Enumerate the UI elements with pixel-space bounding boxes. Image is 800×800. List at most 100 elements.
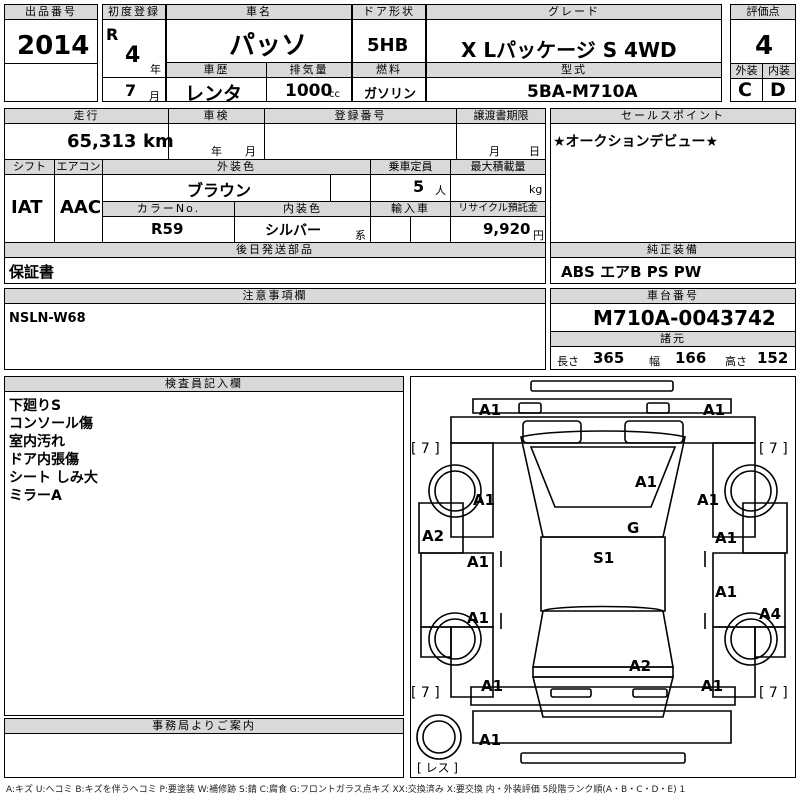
length-label: 長さ bbox=[557, 355, 579, 368]
exterior-grade-value: C bbox=[738, 79, 752, 101]
tire-tread-front-right: [ 7 ] bbox=[759, 441, 788, 457]
sales-point-box: セールスポイント ★オークションデビュー★ 純正装備 ABS エアB PS PW bbox=[550, 108, 796, 284]
car-name-label: 車名 bbox=[167, 5, 351, 20]
registration-month: 7 bbox=[125, 81, 137, 100]
score-label: 評価点 bbox=[731, 5, 795, 20]
inspector-label: 検査員記入欄 bbox=[5, 377, 403, 392]
notes-value: NSLN-W68 bbox=[9, 311, 86, 326]
recycle-label: リサイクル預託金 bbox=[451, 202, 545, 217]
inspector-line: 下廻りS bbox=[9, 398, 62, 414]
equipment-value: ABS エアB PS PW bbox=[561, 263, 702, 281]
lot-number-value: 2014 bbox=[17, 31, 90, 61]
fuel-value: ガソリン bbox=[364, 87, 417, 102]
exterior-color-value: ブラウン bbox=[187, 181, 252, 200]
mileage-label: 走行 bbox=[5, 109, 169, 124]
damage-code: G bbox=[627, 519, 640, 537]
chassis-label: 車台番号 bbox=[551, 289, 795, 304]
damage-code: A1 bbox=[479, 401, 502, 419]
tire-tread-front-left: [ 7 ] bbox=[411, 441, 440, 457]
inspector-line: シート しみ大 bbox=[9, 470, 98, 486]
model-label: 型式 bbox=[427, 63, 721, 78]
history-label: 車歴 bbox=[167, 63, 267, 78]
inspection-label: 車検 bbox=[169, 109, 265, 124]
color-no-value: R59 bbox=[151, 220, 184, 238]
inspector-line: ミラーA bbox=[9, 488, 62, 504]
office-label: 事務局よりご案内 bbox=[5, 719, 403, 734]
damage-code: A1 bbox=[715, 529, 738, 547]
damage-code: S1 bbox=[593, 549, 615, 567]
displacement-value: 1000 bbox=[285, 81, 333, 101]
capacity-unit: 人 bbox=[435, 184, 446, 197]
era-label: R bbox=[106, 25, 119, 44]
inspector-box: 検査員記入欄 下廻りS コンソール傷 室内汚れ ドア内張傷 シート しみ大 ミラ… bbox=[4, 376, 404, 716]
damage-code: A2 bbox=[422, 527, 445, 545]
exterior-color-label: 外装色 bbox=[103, 160, 371, 175]
first-registration-box: 初度登録 R 4 年 7 月 bbox=[102, 4, 166, 103]
door-value: 5HB bbox=[367, 35, 409, 56]
grade-value: X Lパッケージ S 4WD bbox=[461, 38, 677, 62]
grade-box: グレード X Lパッケージ S 4WD 型式 5BA-M710A bbox=[426, 4, 722, 102]
notes-label: 注意事項欄 bbox=[5, 289, 545, 304]
damage-code: A4 bbox=[759, 605, 782, 623]
first-registration-label: 初度登録 bbox=[103, 5, 165, 20]
damage-code: A1 bbox=[635, 473, 658, 491]
spec-label: 諸元 bbox=[551, 332, 795, 347]
car-outline bbox=[416, 380, 788, 764]
mileage-value: 65,313 bbox=[67, 131, 137, 152]
car-name-box: 車名 パッソ 車歴 排気量 レンタ 1000 cc bbox=[166, 4, 352, 105]
displacement-unit: cc bbox=[329, 89, 340, 100]
interior-grade-value: D bbox=[770, 79, 786, 101]
door-label: ドア形状 bbox=[353, 5, 425, 20]
transfer-month-unit: 月 bbox=[489, 145, 500, 158]
load-unit: kg bbox=[529, 183, 543, 196]
tire-tread-rear-right: [ 7 ] bbox=[759, 685, 788, 701]
later-parts-label: 後日発送部品 bbox=[5, 243, 545, 258]
score-box: 評価点 4 外装 内装 C D bbox=[730, 4, 796, 102]
lot-number-box: 出品番号 2014 bbox=[4, 4, 98, 102]
plate-label: 登録番号 bbox=[265, 109, 457, 124]
sales-point-label: セールスポイント bbox=[551, 109, 795, 124]
damage-code: A1 bbox=[467, 609, 490, 627]
transfer-day-unit: 日 bbox=[529, 145, 540, 158]
equipment-label: 純正装備 bbox=[551, 243, 795, 258]
inspection-month-unit: 月 bbox=[245, 145, 256, 158]
spare-tire-label: [ レス ] bbox=[417, 761, 458, 775]
interior-color-label: 内装色 bbox=[235, 202, 371, 217]
registration-year: 4 bbox=[125, 43, 141, 68]
inspection-year-unit: 年 bbox=[211, 145, 222, 158]
inspector-line: コンソール傷 bbox=[9, 416, 93, 432]
inspector-line: 室内汚れ bbox=[9, 434, 65, 450]
interior-color-unit: 系 bbox=[355, 229, 366, 242]
damage-code: A1 bbox=[697, 491, 720, 509]
width-label: 幅 bbox=[649, 355, 660, 368]
main-info-box: 走行 車検 登録番号 譲渡書期限 65,313 km 年 月 月 日 シフト エ… bbox=[4, 108, 546, 284]
interior-grade-label: 内装 bbox=[763, 64, 795, 79]
damage-legend: A:キズ U:ヘコミ B:キズを伴うヘコミ P:要塗装 W:補修跡 S:錆 C:… bbox=[6, 785, 686, 795]
length-value: 365 bbox=[593, 349, 625, 367]
model-value: 5BA-M710A bbox=[527, 82, 638, 102]
tire-tread-rear-left: [ 7 ] bbox=[411, 685, 440, 701]
import-label: 輸入車 bbox=[371, 202, 451, 217]
chassis-value: M710A-0043742 bbox=[593, 306, 776, 330]
lot-number-label: 出品番号 bbox=[5, 5, 97, 20]
damage-code: A1 bbox=[715, 583, 738, 601]
capacity-value: 5 bbox=[413, 177, 425, 196]
office-box: 事務局よりご案内 bbox=[4, 718, 404, 778]
recycle-value: 9,920 bbox=[483, 220, 531, 238]
damage-code: A1 bbox=[701, 677, 724, 695]
car-name-value: パッソ bbox=[229, 31, 308, 61]
door-box: ドア形状 5HB 燃料 ガソリン bbox=[352, 4, 426, 102]
score-value: 4 bbox=[755, 31, 774, 61]
exterior-grade-label: 外装 bbox=[731, 64, 763, 79]
damage-code: A1 bbox=[481, 677, 504, 695]
damage-code: A1 bbox=[467, 553, 490, 571]
ac-label: エアコン bbox=[55, 160, 103, 175]
color-no-label: カラーNo. bbox=[103, 202, 235, 217]
inspector-line: ドア内張傷 bbox=[9, 452, 79, 468]
chassis-box: 車台番号 M710A-0043742 諸元 長さ 365 幅 166 高さ 15… bbox=[550, 288, 796, 370]
transfer-label: 譲渡書期限 bbox=[457, 109, 545, 124]
interior-color-value: シルバー bbox=[265, 223, 321, 239]
damage-code: A1 bbox=[703, 401, 726, 419]
width-value: 166 bbox=[675, 349, 707, 367]
shift-label: シフト bbox=[5, 160, 55, 175]
